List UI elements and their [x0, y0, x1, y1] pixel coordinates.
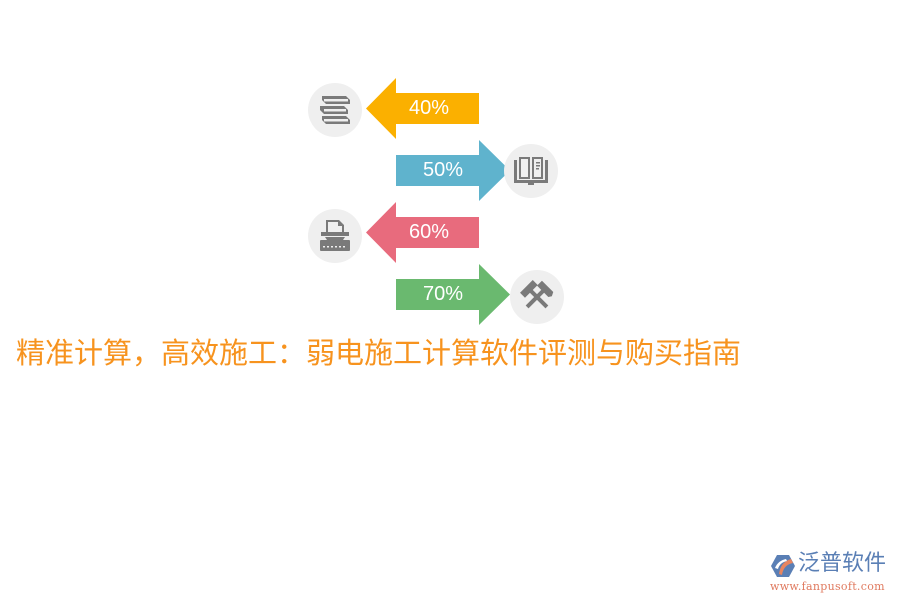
percent-label: 50% — [422, 159, 464, 181]
books-icon-circle — [308, 83, 362, 137]
logo-url: www.fanpusoft.com — [770, 580, 885, 593]
hammers-icon — [520, 280, 554, 309]
brand-logo: 泛普软件 www.fanpusoft.com — [768, 551, 896, 596]
open-book-icon-circle — [504, 144, 558, 198]
typewriter-icon-circle — [308, 209, 362, 263]
books-icon — [320, 96, 350, 124]
arrow-item-4: 70% — [396, 264, 510, 325]
typewriter-icon — [320, 220, 350, 251]
arrow-item-3: 60% — [366, 202, 480, 263]
open-book-icon — [514, 157, 548, 185]
fanpu-logo-icon — [771, 555, 795, 577]
arrow-item-2: 50% — [396, 140, 510, 201]
percent-label: 70% — [422, 283, 464, 305]
logo-name: 泛普软件 — [798, 551, 887, 576]
percent-label: 40% — [408, 97, 450, 119]
percent-label: 60% — [408, 221, 450, 243]
headline: 精准计算，高效施工：弱电施工计算软件评测与购买指南 — [16, 336, 742, 370]
arrow-item-1: 40% — [366, 78, 480, 139]
hammers-icon-circle — [510, 270, 564, 324]
